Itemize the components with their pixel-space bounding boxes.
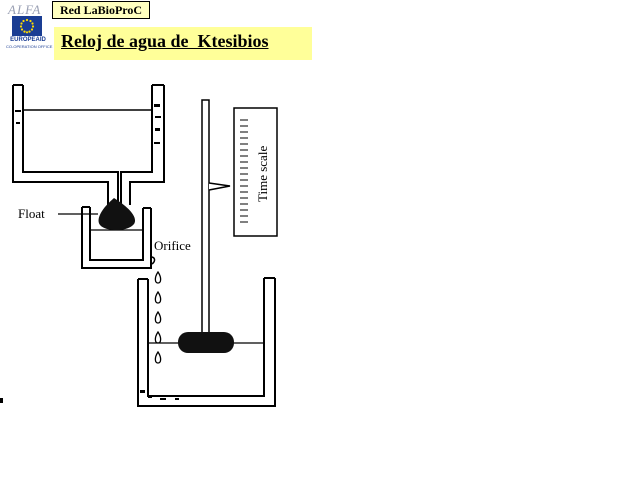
program-logo: ALFA EUROPEAID CO-OPERATION OFFICE (6, 2, 53, 52)
alfa-logo-text: ALFA (8, 2, 42, 17)
orifice-spout (150, 256, 156, 265)
float-label: Float (18, 206, 45, 221)
time-scale-board (233, 107, 278, 237)
orifice-label: Orifice (154, 238, 191, 253)
indicator-rod (201, 99, 210, 337)
network-badge: Red LaBioProC (52, 1, 150, 19)
page-title: Reloj de agua de Ktesibios (61, 31, 269, 51)
time-pointer (208, 182, 231, 191)
reservoir-wall-texture (15, 104, 161, 144)
time-scale-label: Time scale (255, 146, 270, 202)
water-drops (154, 270, 162, 364)
float-valve (98, 198, 136, 231)
water-clock-diagram: Float Orifice (12, 84, 278, 407)
upper-reservoir (12, 84, 165, 205)
europeaid-label: EUROPEAID (10, 37, 46, 43)
europeaid-sublabel: CO-OPERATION OFFICE (6, 44, 53, 49)
vessel-base-texture (140, 390, 179, 400)
slide-marker (0, 398, 3, 403)
rising-float (178, 332, 234, 353)
eu-flag-icon (12, 16, 42, 36)
title-banner: Reloj de agua de Ktesibios (54, 27, 312, 60)
